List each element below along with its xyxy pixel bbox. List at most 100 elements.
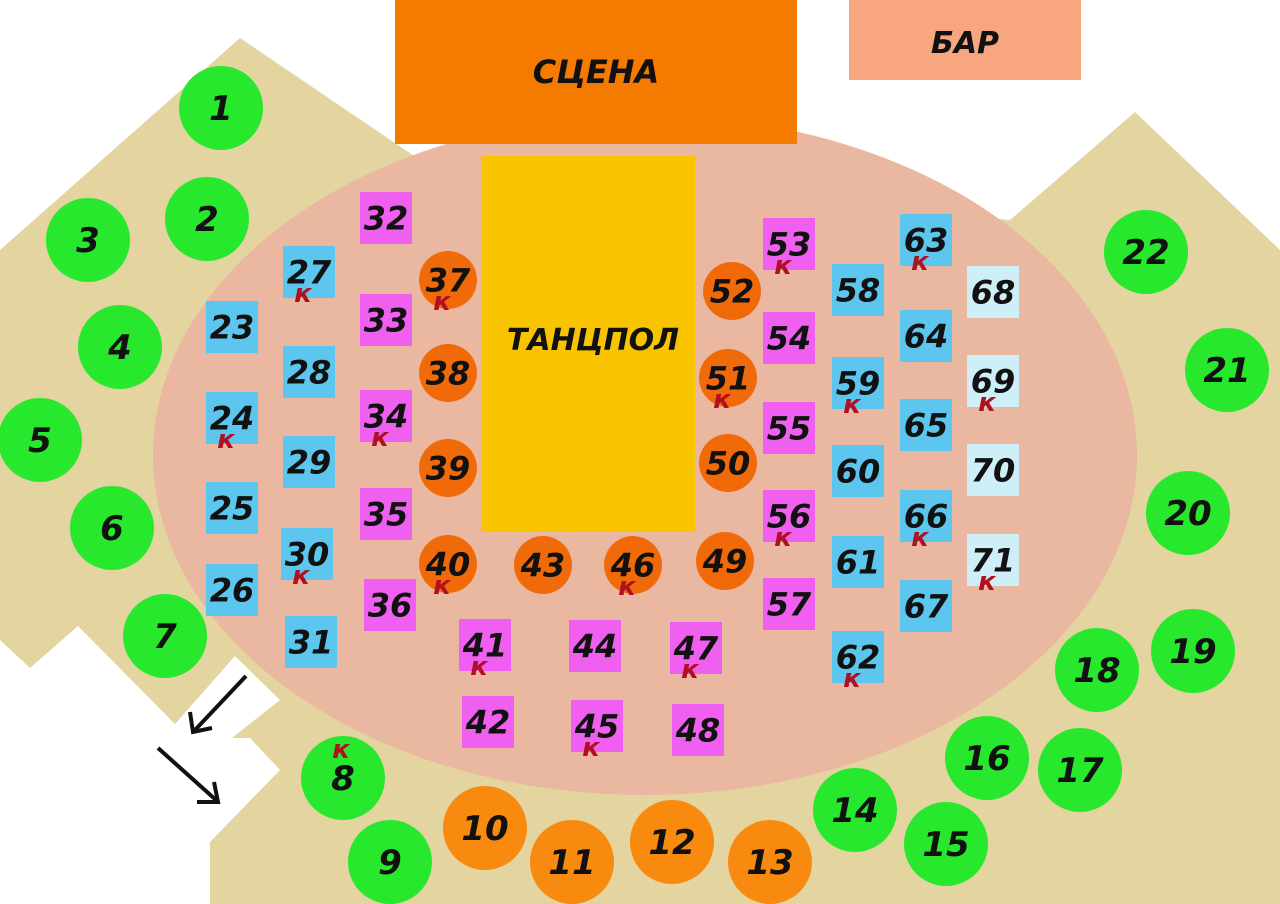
table-40[interactable]: 40к	[419, 535, 477, 601]
table-34[interactable]: 34к	[360, 390, 412, 453]
table-55[interactable]: 55	[763, 402, 815, 454]
table-number: 40	[425, 546, 471, 584]
table-64[interactable]: 64	[900, 310, 952, 362]
table-17[interactable]: 17	[1038, 728, 1122, 812]
table-65[interactable]: 65	[900, 399, 952, 451]
table-number: 34	[364, 398, 409, 436]
table-shape	[459, 619, 511, 671]
table-shape	[763, 490, 815, 542]
table-35[interactable]: 35	[360, 488, 412, 540]
table-number: 56	[767, 498, 812, 536]
table-45[interactable]: 45к	[571, 700, 623, 763]
table-48[interactable]: 48	[672, 704, 724, 756]
table-11[interactable]: 11	[530, 820, 614, 904]
table-67[interactable]: 67	[900, 580, 952, 632]
table-14[interactable]: 14	[813, 768, 897, 852]
table-25[interactable]: 25	[206, 482, 258, 534]
table-63[interactable]: 63к	[900, 214, 952, 277]
table-number: 52	[710, 273, 755, 311]
table-shape	[283, 436, 335, 488]
table-31[interactable]: 31	[285, 616, 337, 668]
table-69[interactable]: 69к	[967, 355, 1019, 418]
table-1[interactable]: 1	[179, 66, 263, 150]
table-30[interactable]: 30к	[281, 528, 333, 591]
table-51[interactable]: 51к	[699, 349, 757, 415]
table-19[interactable]: 19	[1151, 609, 1235, 693]
table-37[interactable]: 37к	[419, 251, 477, 317]
table-5[interactable]: 5	[0, 398, 82, 482]
table-28[interactable]: 28	[283, 346, 335, 398]
table-57[interactable]: 57	[763, 578, 815, 630]
table-3[interactable]: 3	[46, 198, 130, 282]
table-shape	[967, 534, 1019, 586]
table-47[interactable]: 47к	[670, 622, 722, 685]
table-59[interactable]: 59к	[832, 357, 884, 420]
table-23[interactable]: 23	[206, 301, 258, 353]
table-71[interactable]: 71к	[967, 534, 1019, 597]
table-10[interactable]: 10	[443, 786, 527, 870]
table-shape	[571, 700, 623, 752]
table-42[interactable]: 42	[462, 696, 514, 748]
table-shape	[696, 532, 754, 590]
table-36[interactable]: 36	[364, 579, 416, 631]
table-43[interactable]: 43	[514, 536, 572, 594]
table-68[interactable]: 68	[967, 266, 1019, 318]
table-18[interactable]: 18	[1055, 628, 1139, 712]
table-number: 46	[610, 547, 656, 585]
table-56[interactable]: 56к	[763, 490, 815, 553]
table-46[interactable]: 46к	[604, 536, 662, 602]
table-22[interactable]: 22	[1104, 210, 1188, 294]
table-50[interactable]: 50	[699, 434, 757, 492]
table-8[interactable]: 8к	[301, 735, 385, 820]
table-54[interactable]: 54	[763, 312, 815, 364]
table-61[interactable]: 61	[832, 536, 884, 588]
table-60[interactable]: 60	[832, 445, 884, 497]
table-number: 10	[461, 809, 508, 849]
table-number: 54	[767, 320, 812, 358]
table-70[interactable]: 70	[967, 444, 1019, 496]
table-number: 41	[462, 627, 508, 665]
table-53[interactable]: 53к	[763, 218, 815, 281]
table-20[interactable]: 20	[1146, 471, 1230, 555]
table-7[interactable]: 7	[123, 594, 207, 678]
table-66[interactable]: 66к	[900, 490, 952, 553]
reserved-mark: к	[332, 735, 351, 765]
table-number: 63	[904, 222, 949, 260]
table-2[interactable]: 2	[165, 177, 249, 261]
table-41[interactable]: 41к	[459, 619, 511, 682]
table-number: 28	[287, 354, 332, 392]
table-33[interactable]: 33	[360, 294, 412, 346]
reserved-mark: к	[978, 567, 997, 597]
table-number: 20	[1164, 494, 1211, 534]
table-16[interactable]: 16	[945, 716, 1029, 800]
table-58[interactable]: 58	[832, 264, 884, 316]
table-number: 30	[285, 536, 330, 574]
table-shape	[728, 820, 812, 904]
table-49[interactable]: 49	[696, 532, 754, 590]
table-shape	[360, 294, 412, 346]
table-6[interactable]: 6	[70, 486, 154, 570]
dance-floor-label: ТАНЦПОЛ	[507, 323, 679, 358]
table-39[interactable]: 39	[419, 439, 477, 497]
table-15[interactable]: 15	[904, 802, 988, 886]
table-number: 68	[971, 274, 1016, 312]
table-9[interactable]: 9	[348, 820, 432, 904]
reserved-mark: к	[681, 655, 700, 685]
table-62[interactable]: 62к	[832, 631, 884, 694]
table-26[interactable]: 26	[206, 564, 258, 616]
table-13[interactable]: 13	[728, 820, 812, 904]
table-12[interactable]: 12	[630, 800, 714, 884]
table-24[interactable]: 24к	[206, 392, 258, 455]
table-shape	[364, 579, 416, 631]
table-4[interactable]: 4	[78, 305, 162, 389]
table-38[interactable]: 38	[419, 344, 477, 402]
table-29[interactable]: 29	[283, 436, 335, 488]
table-32[interactable]: 32	[360, 192, 412, 244]
table-52[interactable]: 52	[703, 262, 761, 320]
exit-arrow-icon	[156, 746, 221, 804]
table-21[interactable]: 21	[1185, 328, 1269, 412]
table-44[interactable]: 44	[569, 620, 621, 672]
table-27[interactable]: 27к	[283, 246, 335, 309]
table-number: 36	[368, 587, 413, 625]
stage-label: СЦЕНА	[533, 53, 660, 91]
